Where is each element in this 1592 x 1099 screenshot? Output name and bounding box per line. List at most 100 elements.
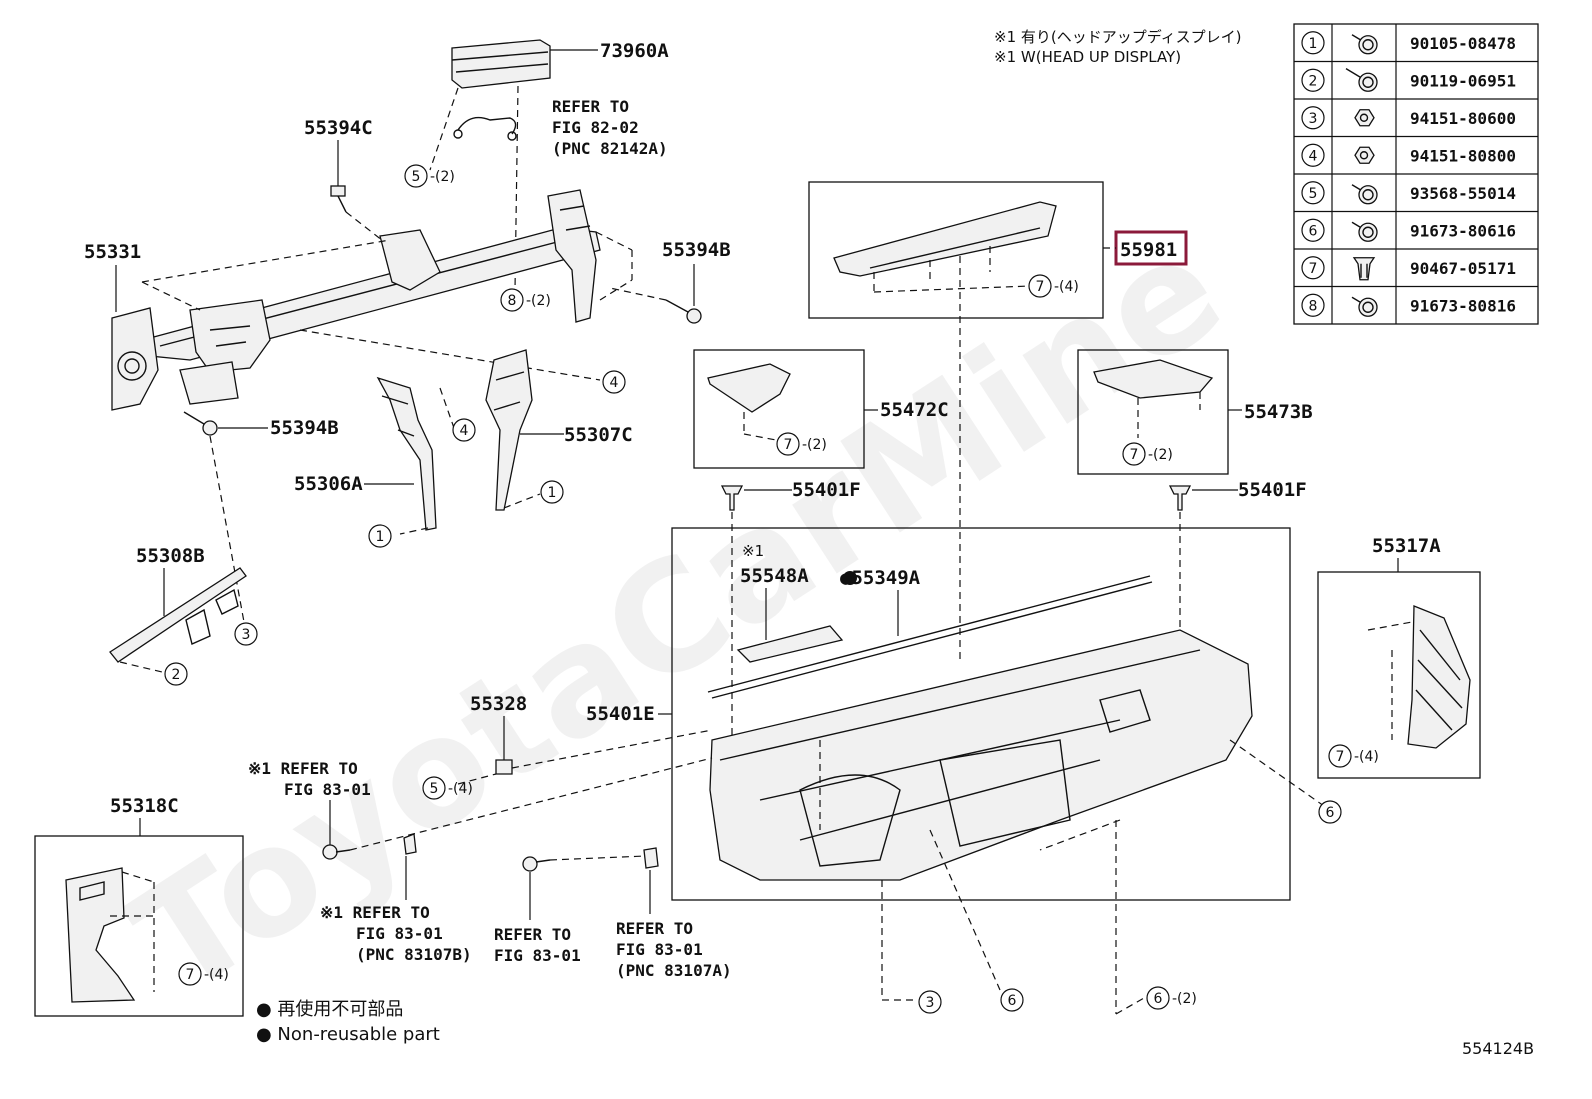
label-55401f-left[interactable]: 55401F [792,479,861,501]
callout-7c[interactable]: 7 -(2) [1122,442,1173,466]
bolt-fig-83-01-a [322,844,351,860]
bolt-long-icon [1345,68,1378,92]
callout-6b[interactable]: 6 [1000,988,1024,1012]
svg-text:-(2): -(2) [802,437,827,453]
ref-fig-83-01-c-line1: REFER TO [494,925,571,944]
callout-6a[interactable]: 6 [1318,800,1342,824]
bracket-55306a [376,376,437,531]
callout-7b[interactable]: 7 -(2) [776,432,827,456]
bracket-55307c [485,349,533,511]
fastener-num: 2 [1309,73,1318,89]
bolt-55394c [330,185,347,213]
callout-1a[interactable]: 1 [540,480,564,504]
fastener-num-circle [1301,31,1325,55]
label-55981[interactable]: 55981 [1120,239,1177,261]
ref-fig-83-01-a-line1: ※1 REFER TO [248,759,358,778]
callout-5b[interactable]: 5 -(4) [422,776,473,800]
svg-text:7: 7 [1036,279,1045,295]
svg-text:1: 1 [376,529,385,545]
fastener-num: 1 [1309,36,1318,52]
ref-pnc-83107a-line3: (PNC 83107A) [616,961,732,980]
fastener-num-circle [1301,181,1325,205]
callout-3a[interactable]: 3 [234,622,258,646]
label-55472c[interactable]: 55472C [880,399,949,421]
label-55328[interactable]: 55328 [470,693,527,715]
label-55401e[interactable]: 55401E [586,703,655,725]
legend-non-reusable-en: ● Non-reusable part [256,1024,440,1045]
callout-3b[interactable]: 3 [918,990,942,1014]
fastener-num-circle [1301,143,1325,167]
svg-text:-(2): -(2) [430,169,455,185]
ref-fig-83-01-a-line2: FIG 83-01 [284,780,371,799]
label-55394b-left[interactable]: 55394B [270,417,339,439]
box-55318c [34,835,244,1017]
callout-2a[interactable]: 2 [164,662,188,686]
panel-55473b [1093,359,1214,438]
fastener-row[interactable]: 7 90467-05171 [1301,256,1516,281]
fastener-part-number: 94151-80800 [1410,146,1516,165]
fastener-part-number: 91673-80616 [1410,221,1516,240]
callout-7d[interactable]: 7 -(4) [1328,744,1379,768]
box-55473b [1077,349,1229,475]
callout-6c[interactable]: 6 -(2) [1146,986,1197,1010]
label-55317a[interactable]: 55317A [1372,535,1441,557]
label-73960a[interactable]: 73960A [600,40,669,62]
bolt-fig-83-01-c [522,856,551,872]
clip-55401f-left [720,485,744,511]
clip-55328 [495,759,513,775]
callout-5a[interactable]: 5 -(2) [404,164,455,188]
fastener-num: 6 [1309,223,1318,239]
label-55548a[interactable]: 55548A [740,565,809,587]
label-55306a[interactable]: 55306A [294,473,363,495]
label-55349a[interactable]: ●55349A [840,567,921,589]
box-55472c [693,349,865,469]
label-55394c[interactable]: 55394C [304,117,373,139]
svg-text:5: 5 [430,781,439,797]
fastener-part-number: 90105-08478 [1410,34,1516,53]
fastener-part-number: 90467-05171 [1410,259,1516,278]
ref-pnc-83107b-line1: ※1 REFER TO [320,903,430,922]
fastener-num: 3 [1309,111,1318,127]
label-55473b[interactable]: 55473B [1244,401,1313,423]
callout-1b[interactable]: 1 [368,524,392,548]
label-55318c[interactable]: 55318C [110,795,179,817]
svg-text:-(4): -(4) [204,967,229,983]
callout-8[interactable]: 8 -(2) [500,288,551,312]
fastener-part-number: 91673-80816 [1410,296,1516,315]
ref-fig-82-02-line2: FIG 82-02 [552,118,639,137]
harness-connector [453,116,517,141]
fastener-row[interactable]: 4 94151-80800 [1301,143,1516,167]
screw-icon [1351,184,1378,205]
label-55308b[interactable]: 55308B [136,545,205,567]
callout-7e[interactable]: 7 -(4) [178,962,229,986]
airbag-module-73960a [451,39,598,89]
fastener-part-number: 94151-80600 [1410,109,1516,128]
label-55394b-top[interactable]: 55394B [662,239,731,261]
nut-icon [1354,109,1375,127]
fastener-row[interactable]: 3 94151-80600 [1301,106,1516,130]
callout-4a[interactable]: 4 [602,370,626,394]
cover-55318c [65,867,155,1003]
nut-icon [1354,146,1375,164]
clip-icon [1352,257,1376,281]
callout-7a[interactable]: 7 -(4) [1028,274,1079,298]
legend-non-reusable-jp: ● 再使用不可部品 [256,999,403,1020]
svg-text:1: 1 [548,485,557,501]
svg-text:-(2): -(2) [1172,991,1197,1007]
label-55401f-right[interactable]: 55401F [1238,479,1307,501]
ref-fig-82-02-line3: (PNC 82142A) [552,139,668,158]
svg-text:3: 3 [926,995,935,1011]
ref-pnc-83107a-line2: FIG 83-01 [616,940,703,959]
fastener-num: 4 [1309,148,1318,164]
fastener-num: 7 [1309,261,1318,277]
fastener-row[interactable]: 6 91673-80616 [1301,218,1516,242]
label-55331[interactable]: 55331 [84,241,141,263]
callout-4b[interactable]: 4 [452,418,476,442]
fastener-row[interactable]: 1 90105-08478 [1301,31,1516,55]
label-55307c[interactable]: 55307C [564,424,633,446]
clip-fig-83-01-d [643,847,659,869]
svg-text:6: 6 [1154,991,1163,1007]
